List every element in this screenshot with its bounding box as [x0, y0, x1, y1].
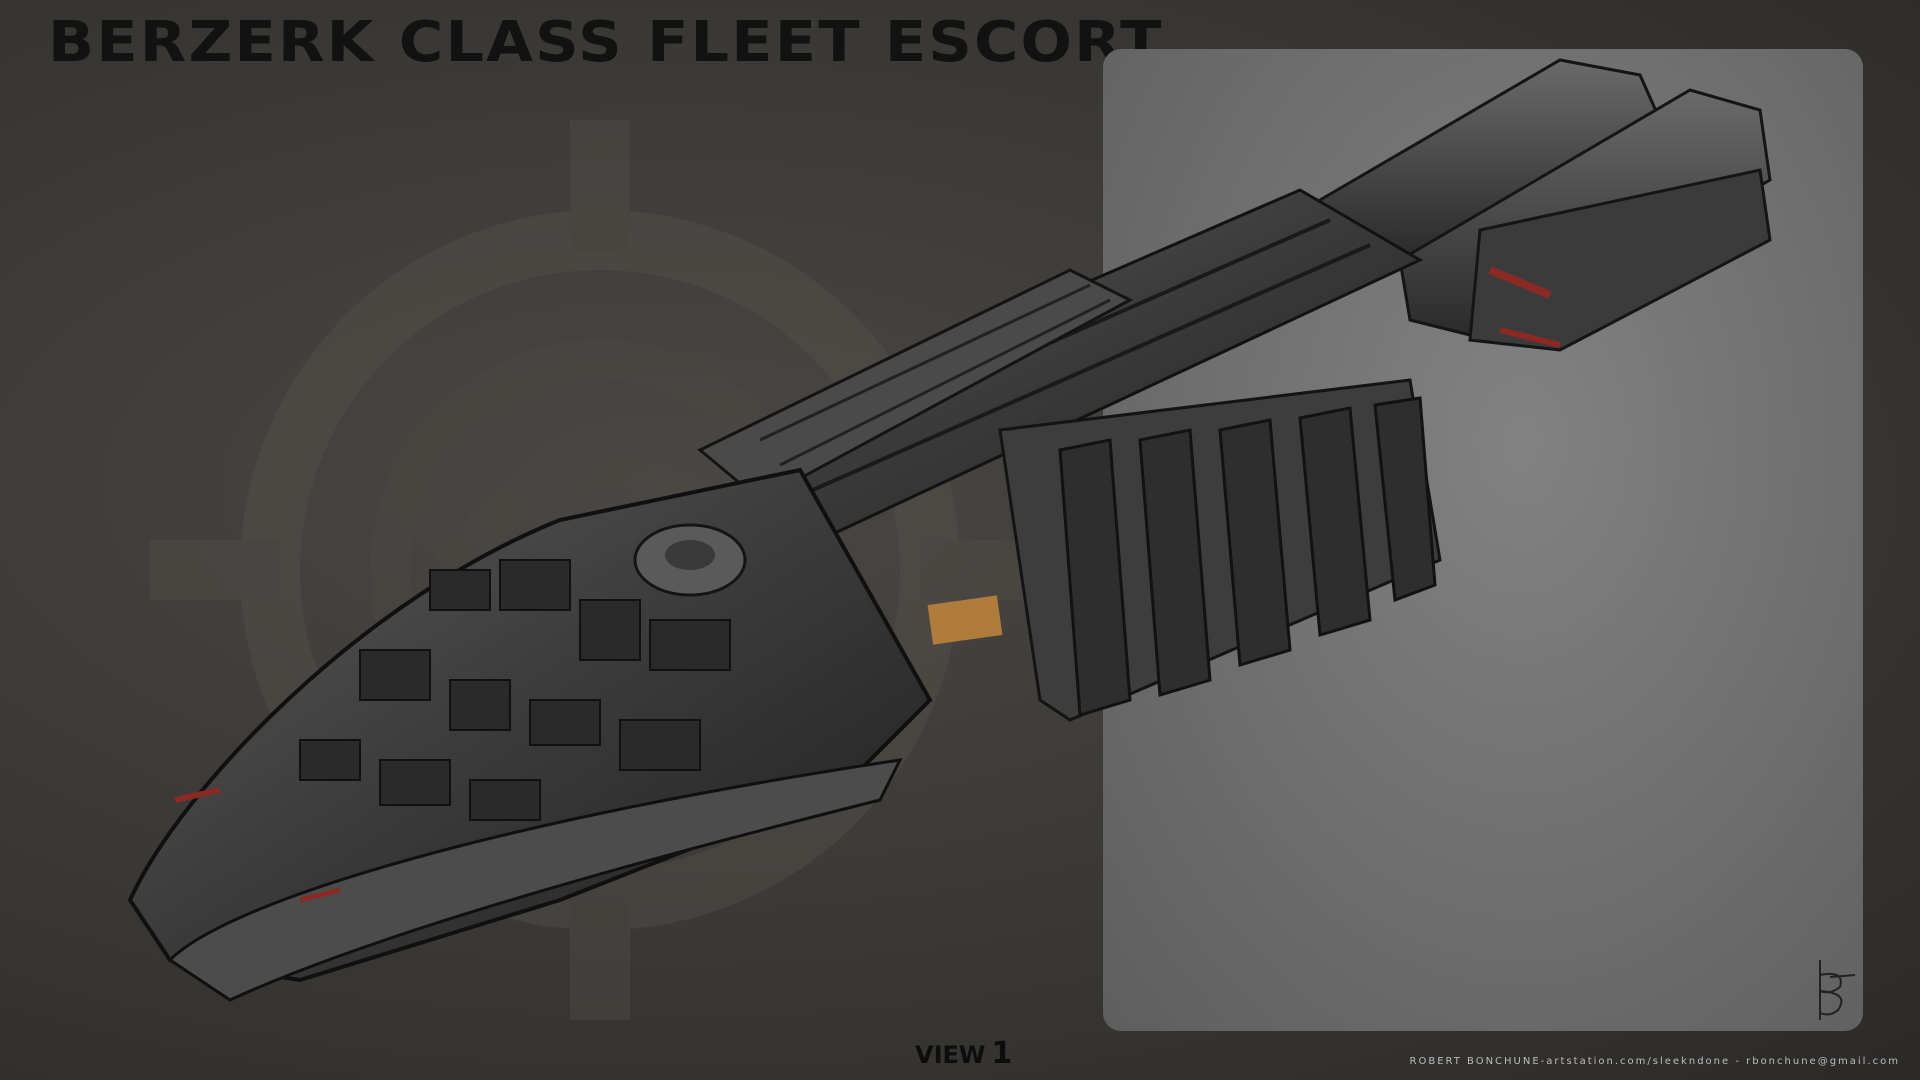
artist-credit: ROBERT BONCHUNE-artstation.com/sleekndon…: [1409, 1056, 1900, 1067]
artist-signature-icon: [1819, 960, 1856, 1020]
view-label: VIEW: [915, 1041, 986, 1069]
page-title: BERZERK CLASS FLEET ESCORT: [48, 10, 1164, 75]
colonial-emblem-icon: [150, 120, 1050, 1020]
view-number: 1: [991, 1036, 1013, 1071]
